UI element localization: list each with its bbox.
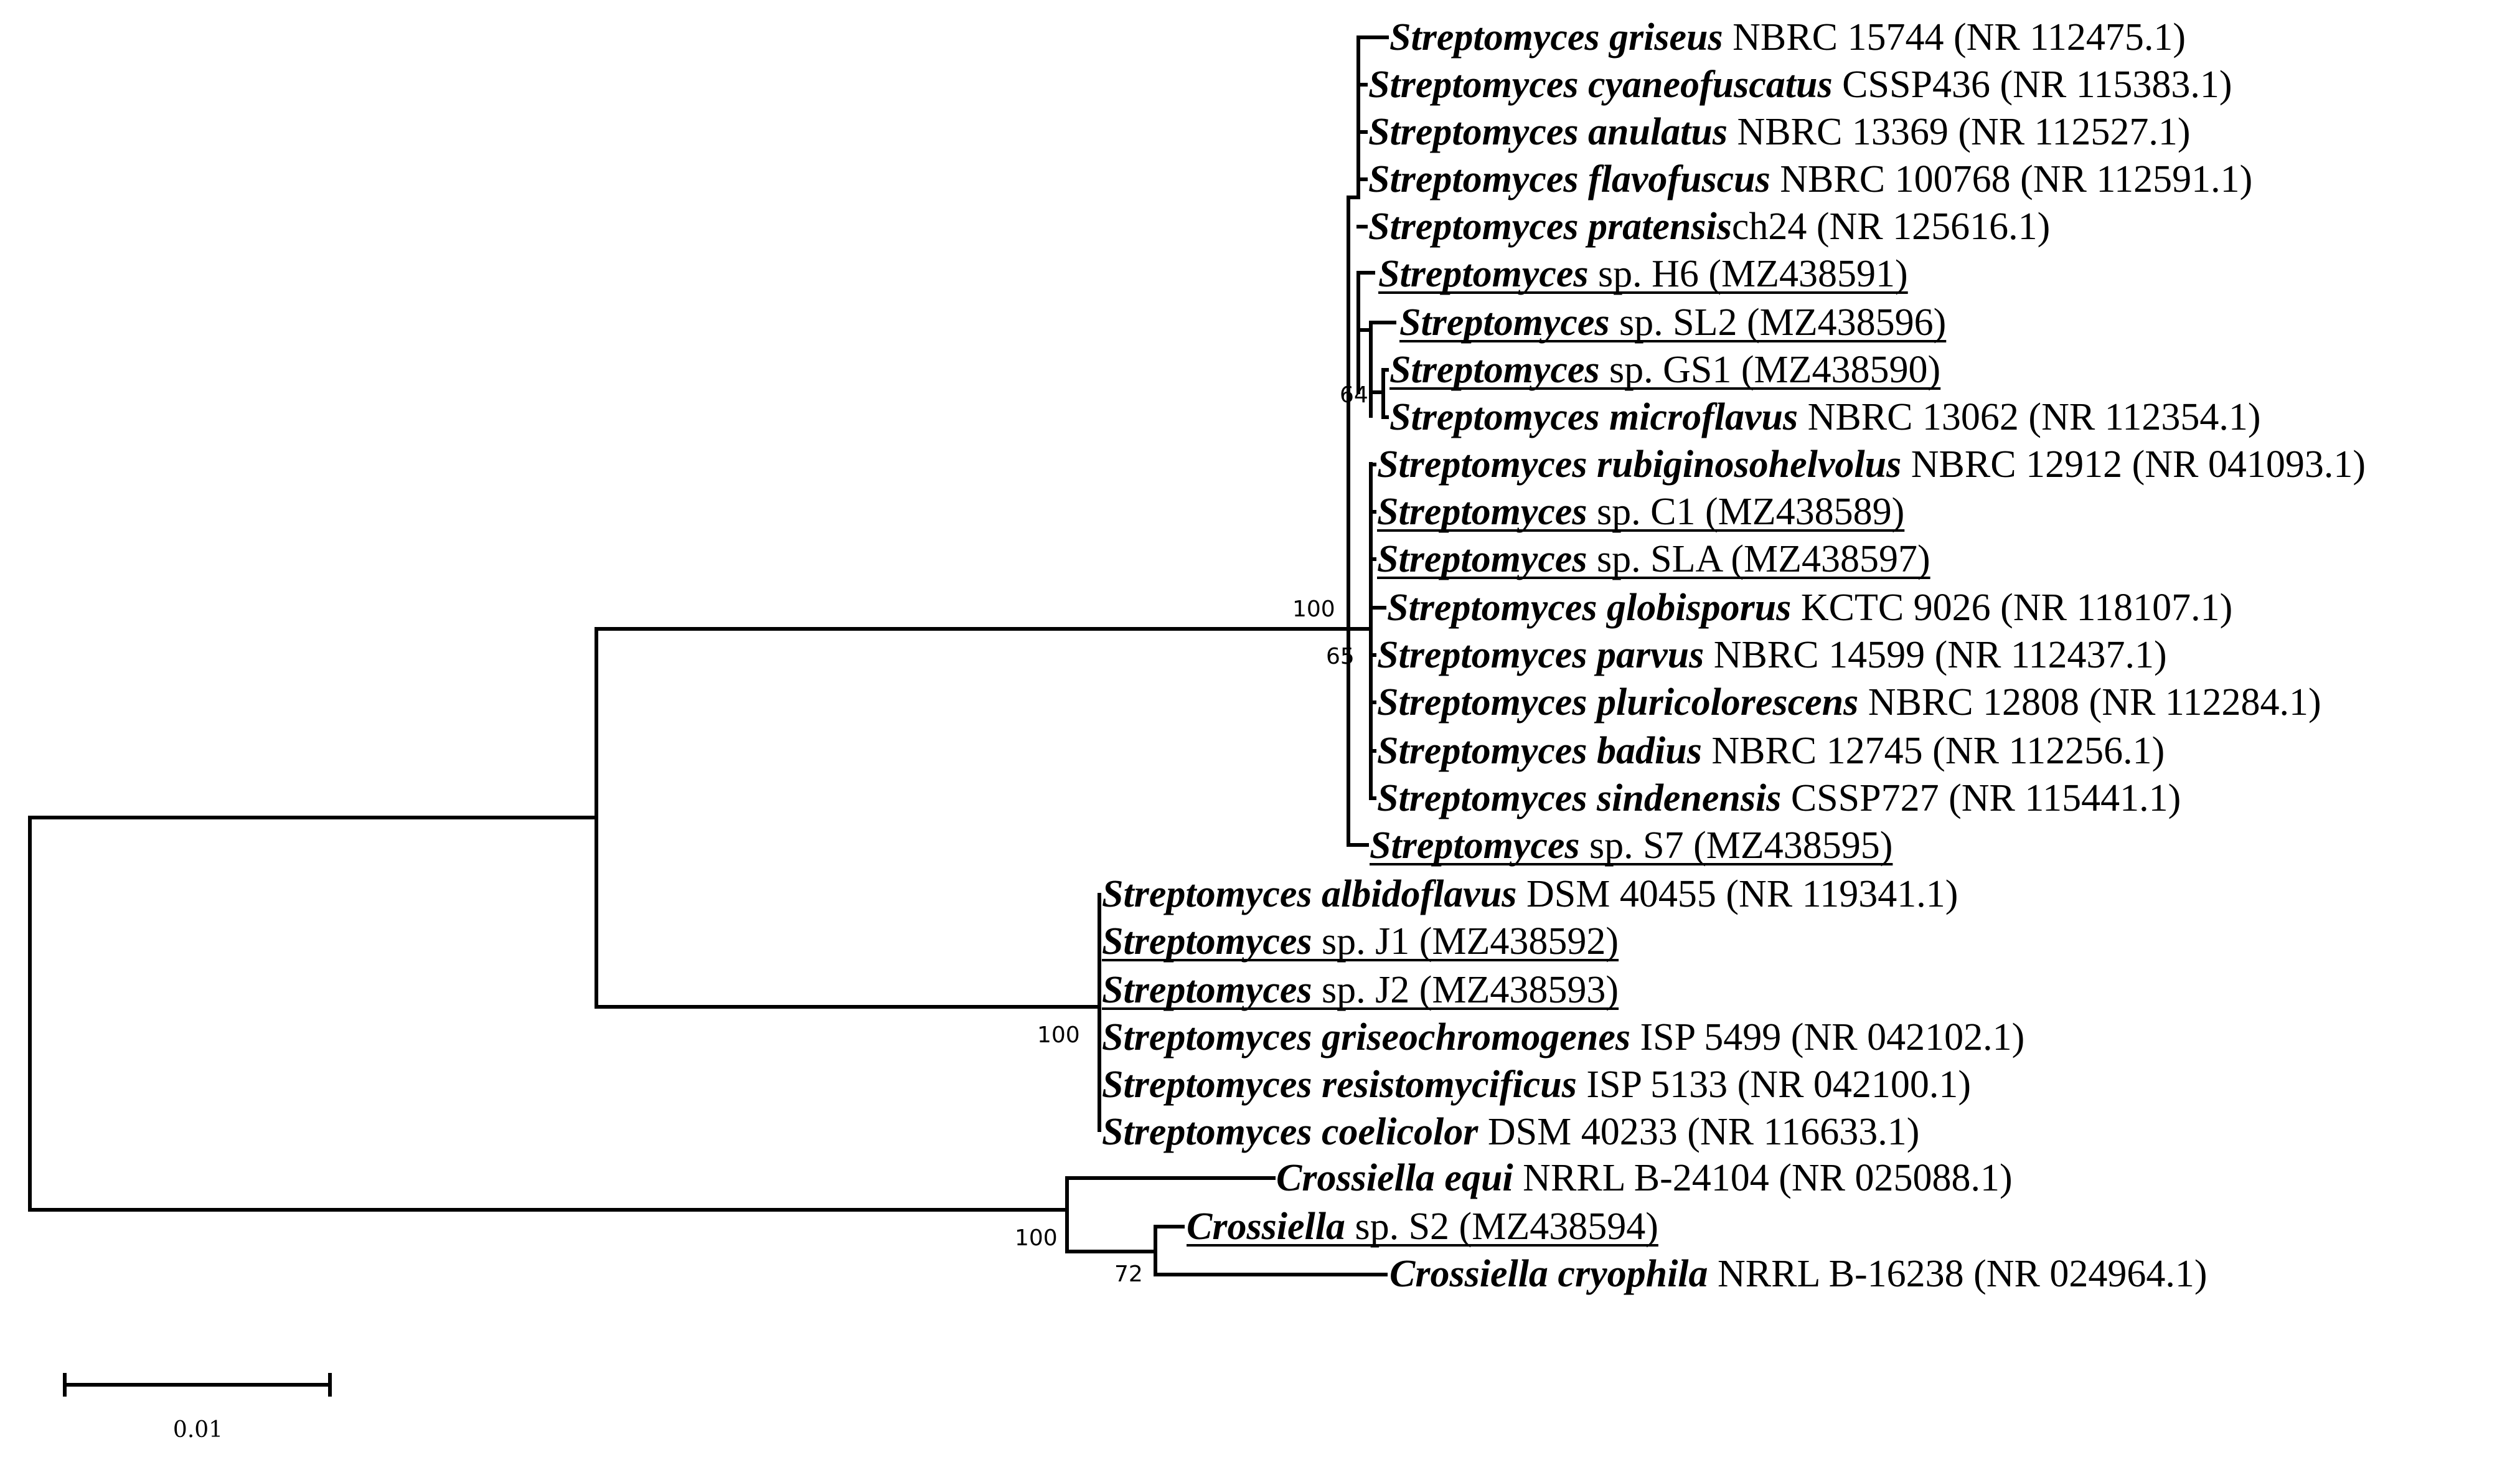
bootstrap-crossiella-clade: 100 (1015, 1225, 1058, 1251)
leaf-label: Streptomyces rubiginosohelvolus NBRC 129… (1377, 443, 2366, 486)
leaf-strain: NBRC 12745 (NR 112256.1) (1702, 730, 2165, 772)
leaf-strain: CSSP727 (NR 115441.1) (1781, 777, 2181, 819)
leaf-genus: Streptomyces anulatus (1368, 111, 1728, 153)
leaf-label: Crossiella equi NRRL B-24104 (NR 025088.… (1276, 1157, 2013, 1199)
leaf-genus: Streptomyces griseus (1389, 16, 1723, 59)
leaf-genus: Streptomyces rubiginosohelvolus (1377, 443, 1901, 486)
leaf-label: Streptomyces griseochromogenes ISP 5499 … (1102, 1016, 2024, 1059)
leaf-genus: Crossiella cryophila (1389, 1253, 1708, 1295)
leaf-genus: Streptomyces albidoflavus (1102, 873, 1516, 915)
leaf-label: Streptomyces pratensisch24 (NR 125616.1) (1368, 205, 2050, 248)
leaf-strain: ISP 5133 (NR 042100.1) (1577, 1063, 1971, 1106)
leaf-label: Streptomyces sp. J1 (MZ438592) (1102, 920, 1619, 963)
leaf-label: Streptomyces resistomycificus ISP 5133 (… (1102, 1063, 1971, 1106)
leaf-strain: sp. H6 (MZ438591) (1589, 253, 1908, 295)
bootstrap-griseus-clade: 100 (1292, 596, 1335, 622)
leaf-genus: Streptomyces resistomycificus (1102, 1063, 1577, 1106)
leaf-label: Streptomyces sp. C1 (MZ438589) (1377, 491, 1904, 533)
leaf-label: Streptomyces cyaneofuscatus CSSP436 (NR … (1368, 64, 2232, 106)
leaf-strain: KCTC 9026 (NR 118107.1) (1791, 587, 2232, 629)
leaf-label: Streptomyces anulatus NBRC 13369 (NR 112… (1368, 111, 2190, 153)
leaf-label: Streptomyces sindenensis CSSP727 (NR 115… (1377, 777, 2181, 819)
leaf-label: Crossiella sp. S2 (MZ438594) (1187, 1205, 1658, 1248)
leaf-strain: CSSP436 (NR 115383.1) (1833, 64, 2232, 106)
leaf-genus: Streptomyces (1377, 491, 1587, 533)
leaf-label: Streptomyces griseus NBRC 15744 (NR 1124… (1389, 16, 2186, 59)
leaf-label: Streptomyces sp. S7 (MZ438595) (1370, 824, 1892, 867)
leaf-label: Streptomyces flavofuscus NBRC 100768 (NR… (1368, 158, 2252, 200)
leaf-genus: Streptomyces sindenensis (1377, 777, 1781, 819)
scale-bar: 0.01 (63, 1373, 332, 1443)
leaf-label: Streptomyces microflavus NBRC 13062 (NR … (1389, 396, 2261, 438)
leaf-genus: Streptomyces (1370, 824, 1580, 867)
leaf-strain: sp. S2 (MZ438594) (1345, 1205, 1658, 1248)
leaf-strain: DSM 40455 (NR 119341.1) (1516, 873, 1958, 915)
leaf-strain: NBRC 12912 (NR 041093.1) (1901, 443, 2366, 486)
leaf-label: Streptomyces globisporus KCTC 9026 (NR 1… (1387, 587, 2232, 629)
leaf-label: Streptomyces sp. SLA (MZ438597) (1377, 538, 1930, 580)
leaf-genus: Streptomyces (1102, 920, 1312, 963)
leaf-label: Streptomyces badius NBRC 12745 (NR 11225… (1377, 730, 2165, 772)
leaf-genus: Crossiella equi (1276, 1157, 1513, 1199)
leaf-label: Streptomyces sp. GS1 (MZ438590) (1389, 349, 1940, 391)
leaf-label: Streptomyces albidoflavus DSM 40455 (NR … (1102, 873, 1958, 915)
leaf-strain: ch24 (NR 125616.1) (1732, 205, 2050, 248)
leaf-strain: NBRC 100768 (NR 112591.1) (1770, 158, 2252, 200)
leaf-strain: sp. SL2 (MZ438596) (1610, 301, 1947, 344)
bootstrap-values: 100 64 65 100 100 72 (1015, 382, 1368, 1287)
leaf-genus: Streptomyces flavofuscus (1368, 158, 1770, 200)
leaf-genus: Streptomyces griseochromogenes (1102, 1016, 1630, 1059)
leaf-strain: NBRC 13369 (NR 112527.1) (1728, 111, 2190, 153)
leaf-genus: Streptomyces (1102, 969, 1312, 1011)
bootstrap-crossiella-inner: 72 (1114, 1261, 1143, 1287)
leaf-genus: Streptomyces microflavus (1389, 396, 1798, 438)
scale-bar-label: 0.01 (173, 1417, 223, 1443)
leaf-labels: Streptomyces griseus NBRC 15744 (NR 1124… (1102, 16, 2366, 1295)
leaf-genus: Streptomyces pratensis (1368, 205, 1732, 248)
bootstrap-sl2-gs1: 64 (1340, 382, 1368, 408)
bootstrap-inner-group: 65 (1326, 644, 1355, 669)
leaf-label: Streptomyces sp. SL2 (MZ438596) (1399, 301, 1946, 344)
leaf-strain: sp. C1 (MZ438589) (1587, 491, 1905, 533)
leaf-genus: Streptomyces parvus (1377, 634, 1704, 676)
leaf-genus: Streptomyces cyaneofuscatus (1368, 64, 1833, 106)
leaf-strain: ISP 5499 (NR 042102.1) (1630, 1016, 2024, 1059)
leaf-label: Streptomyces pluricolorescens NBRC 12808… (1377, 681, 2321, 724)
leaf-strain: DSM 40233 (NR 116633.1) (1478, 1111, 1919, 1153)
leaf-label: Crossiella cryophila NRRL B-16238 (NR 02… (1389, 1253, 2207, 1295)
leaf-strain: NBRC 14599 (NR 112437.1) (1704, 634, 2166, 676)
leaf-strain: NRRL B-24104 (NR 025088.1) (1513, 1157, 2013, 1199)
leaf-strain: NBRC 12808 (NR 112284.1) (1858, 681, 2321, 724)
leaf-strain: NRRL B-16238 (NR 024964.1) (1708, 1253, 2207, 1295)
leaf-label: Streptomyces sp. J2 (MZ438593) (1102, 969, 1619, 1011)
leaf-genus: Crossiella (1187, 1205, 1345, 1248)
leaf-strain: sp. J1 (MZ438592) (1312, 920, 1619, 963)
leaf-genus: Streptomyces (1378, 253, 1589, 295)
leaf-genus: Streptomyces pluricolorescens (1377, 681, 1858, 724)
bootstrap-albidoflavus-clade: 100 (1037, 1022, 1080, 1048)
leaf-genus: Streptomyces coelicolor (1102, 1111, 1479, 1153)
leaf-label: Streptomyces coelicolor DSM 40233 (NR 11… (1102, 1111, 1919, 1153)
tree-branches (28, 35, 1396, 1276)
leaf-genus: Streptomyces badius (1377, 730, 1702, 772)
leaf-genus: Streptomyces (1399, 301, 1610, 344)
leaf-strain: NBRC 13062 (NR 112354.1) (1798, 396, 2260, 438)
leaf-label: Streptomyces sp. H6 (MZ438591) (1378, 253, 1908, 295)
leaf-strain: sp. GS1 (MZ438590) (1600, 349, 1941, 391)
leaf-genus: Streptomyces globisporus (1387, 587, 1791, 629)
leaf-strain: sp. S7 (MZ438595) (1580, 824, 1893, 867)
leaf-genus: Streptomyces (1389, 349, 1600, 391)
leaf-strain: sp. SLA (MZ438597) (1587, 538, 1930, 580)
leaf-strain: sp. J2 (MZ438593) (1312, 969, 1619, 1011)
leaf-label: Streptomyces parvus NBRC 14599 (NR 11243… (1377, 634, 2167, 676)
leaf-genus: Streptomyces (1377, 538, 1587, 580)
leaf-strain: NBRC 15744 (NR 112475.1) (1723, 16, 2186, 59)
